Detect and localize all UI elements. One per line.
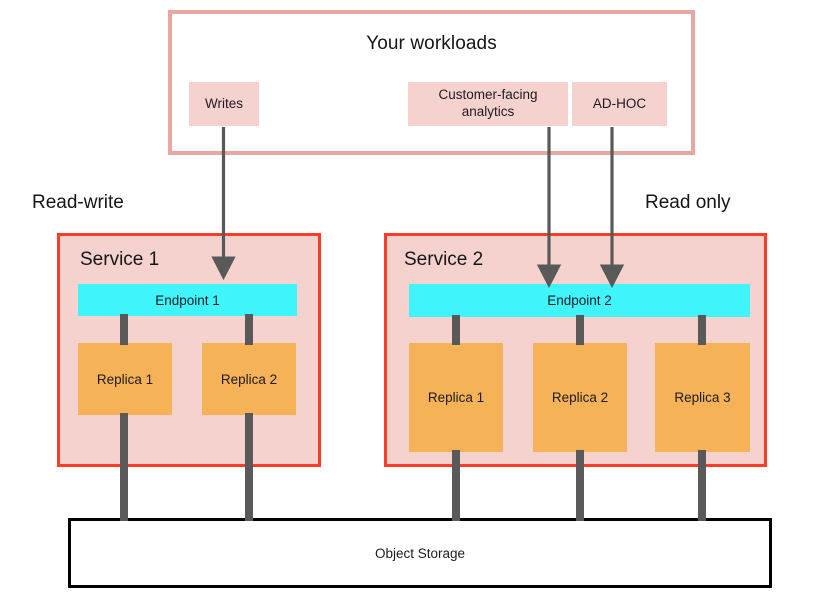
workload-chip-ad-hoc[interactable]: AD-HOC [572,82,667,126]
service-1-endpoint[interactable]: Endpoint 1 [78,284,297,316]
service-1-replica-2[interactable]: Replica 2 [202,343,296,415]
workloads-title: Your workloads [366,33,497,54]
service-2-title: Service 2 [404,249,484,270]
object-storage-container[interactable]: Object Storage [68,518,772,588]
workload-chip-writes[interactable]: Writes [189,82,259,126]
label-read-only: Read only [645,192,731,213]
service-2-endpoint[interactable]: Endpoint 2 [409,284,750,317]
object-storage-label: Object Storage [374,545,466,561]
service-1-replica-1[interactable]: Replica 1 [78,343,172,415]
service-2-replica-2[interactable]: Replica 2 [533,343,627,452]
service-1-title: Service 1 [80,249,160,270]
service-2-replica-3[interactable]: Replica 3 [655,343,750,452]
service-2-replica-1[interactable]: Replica 1 [409,343,503,452]
label-read-write: Read-write [32,192,124,213]
